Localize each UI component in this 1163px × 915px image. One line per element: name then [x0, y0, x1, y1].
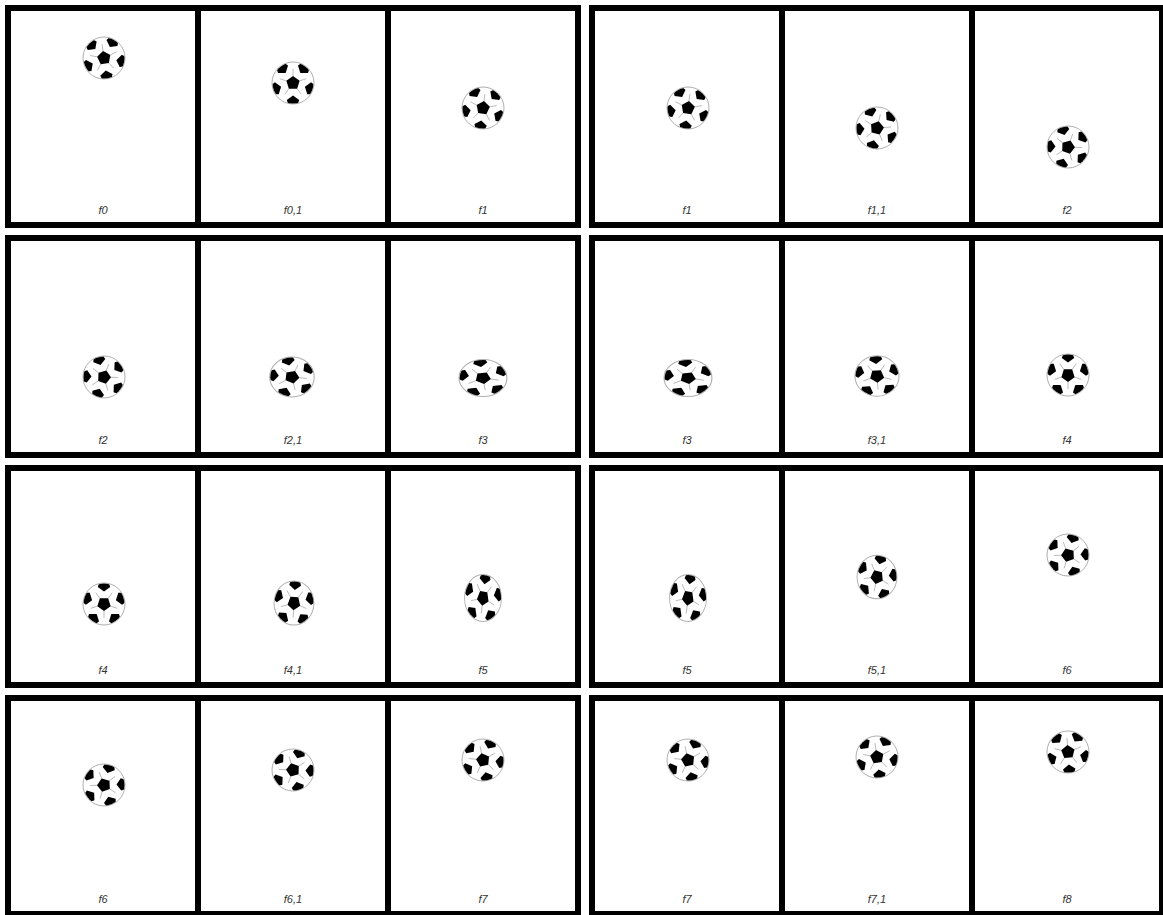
- animation-frame: f4,1: [201, 471, 385, 682]
- animation-frame: f0: [11, 11, 195, 222]
- frame-label: f0: [98, 204, 107, 217]
- frame-label: f2,1: [284, 434, 302, 447]
- animation-frame: f3,1: [785, 241, 969, 452]
- animation-frame: f8: [975, 701, 1159, 911]
- sequence-panel: [5, 465, 581, 688]
- animation-frame: f2: [975, 11, 1159, 222]
- animation-frame: f7: [391, 701, 575, 911]
- animation-frame: f5,1: [785, 471, 969, 682]
- frame-label: f2: [1062, 204, 1071, 217]
- sequence-panel: [5, 695, 581, 915]
- frame-label: f6: [1062, 664, 1071, 677]
- animation-frame: f5: [391, 471, 575, 682]
- animation-frame: f6: [975, 471, 1159, 682]
- frame-label: f7,1: [868, 893, 886, 906]
- soccer-ball: [11, 701, 195, 911]
- frame-label: f3: [682, 434, 691, 447]
- animation-frame: f4: [975, 241, 1159, 452]
- frame-label: f3: [478, 434, 487, 447]
- frame-label: f6,1: [284, 893, 302, 906]
- soccer-ball: [975, 701, 1159, 911]
- animation-frame: f1: [391, 11, 575, 222]
- frame-label: f1,1: [868, 204, 886, 217]
- soccer-ball: [391, 241, 575, 452]
- soccer-ball: [785, 701, 969, 911]
- sequence-panel: [589, 465, 1163, 688]
- soccer-ball: [201, 241, 385, 452]
- frame-label: f2: [98, 434, 107, 447]
- frame-label: f8: [1062, 893, 1071, 906]
- animation-frame: f1: [595, 11, 779, 222]
- sequence-panel: [5, 235, 581, 458]
- frame-label: f5,1: [868, 664, 886, 677]
- soccer-ball: [11, 241, 195, 452]
- animation-frame: f4: [11, 471, 195, 682]
- animation-frame: f0,1: [201, 11, 385, 222]
- soccer-ball: [785, 11, 969, 222]
- sequence-panel: [589, 235, 1163, 458]
- animation-frame: f3: [391, 241, 575, 452]
- soccer-ball: [391, 11, 575, 222]
- soccer-ball: [785, 241, 969, 452]
- animation-frame: f6: [11, 701, 195, 911]
- frame-label: f1: [478, 204, 487, 217]
- animation-frame: f7,1: [785, 701, 969, 911]
- soccer-ball: [975, 241, 1159, 452]
- frame-label: f4,1: [284, 664, 302, 677]
- sequence-panel: [589, 695, 1163, 915]
- soccer-ball: [391, 701, 575, 911]
- frame-label: f0,1: [284, 204, 302, 217]
- soccer-ball: [975, 11, 1159, 222]
- soccer-ball: [595, 701, 779, 911]
- soccer-ball: [11, 471, 195, 682]
- frame-label: f4: [1062, 434, 1071, 447]
- animation-frame: f2,1: [201, 241, 385, 452]
- soccer-ball: [11, 11, 195, 222]
- soccer-ball: [201, 701, 385, 911]
- frame-label: f3,1: [868, 434, 886, 447]
- soccer-ball: [201, 11, 385, 222]
- soccer-ball: [595, 11, 779, 222]
- animation-frame: f3: [595, 241, 779, 452]
- animation-frame: f5: [595, 471, 779, 682]
- frame-label: f5: [478, 664, 487, 677]
- sequence-panel: [5, 5, 581, 228]
- frame-label: f7: [478, 893, 487, 906]
- soccer-ball: [595, 471, 779, 682]
- soccer-ball: [975, 471, 1159, 682]
- frame-label: f5: [682, 664, 691, 677]
- frame-label: f1: [682, 204, 691, 217]
- animation-frame: f6,1: [201, 701, 385, 911]
- frame-label: f7: [682, 893, 691, 906]
- soccer-ball: [785, 471, 969, 682]
- frame-label: f6: [98, 893, 107, 906]
- animation-frame: f2: [11, 241, 195, 452]
- frame-label: f4: [98, 664, 107, 677]
- animation-frame: f1,1: [785, 11, 969, 222]
- soccer-ball: [595, 241, 779, 452]
- animation-frame: f7: [595, 701, 779, 911]
- soccer-ball: [201, 471, 385, 682]
- sequence-panel: [589, 5, 1163, 228]
- soccer-ball: [391, 471, 575, 682]
